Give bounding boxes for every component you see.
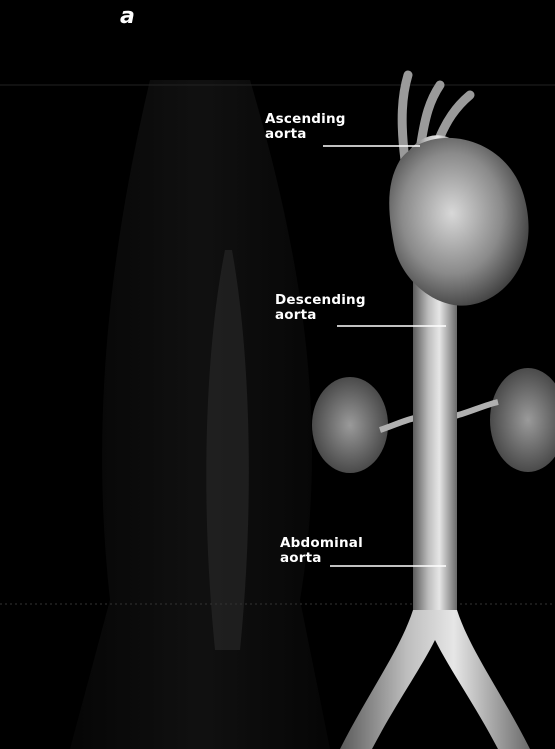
label-abdominal-aorta: Abdominal aorta: [280, 536, 363, 566]
label-descending-line1: Descending: [275, 293, 366, 308]
label-abdominal-line1: Abdominal: [280, 536, 363, 551]
panel-letter: a: [120, 6, 135, 28]
label-ascending-line2: aorta: [265, 127, 346, 142]
label-descending-aorta: Descending aorta: [275, 293, 366, 323]
label-abdominal-line2: aorta: [280, 551, 363, 566]
left-kidney: [312, 377, 388, 473]
label-ascending-line1: Ascending: [265, 112, 346, 127]
label-ascending-aorta: Ascending aorta: [265, 112, 346, 142]
label-descending-line2: aorta: [275, 308, 366, 323]
